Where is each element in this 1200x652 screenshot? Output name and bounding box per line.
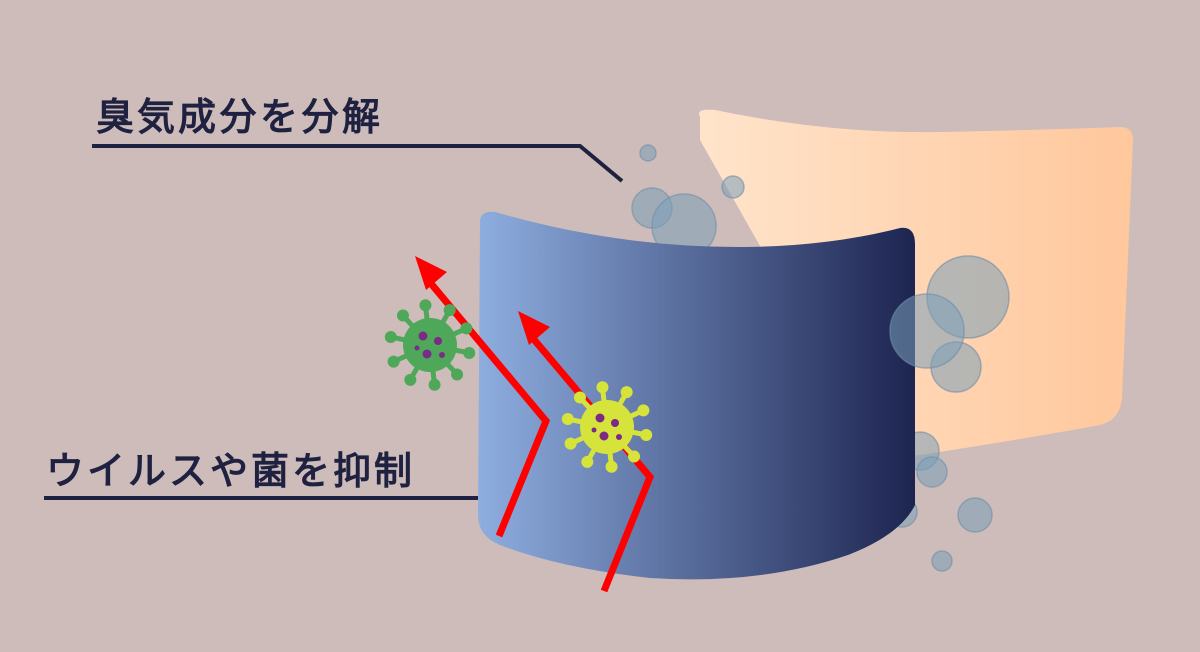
odor-particle-icon xyxy=(916,456,948,488)
odor-particle-icon xyxy=(889,293,965,369)
airflow-arrow-right xyxy=(518,311,655,593)
odor-particle-icon xyxy=(957,497,993,533)
deodorizing-filter-panel xyxy=(699,109,1133,459)
odor-particle-icon xyxy=(721,175,745,199)
virus-suppression-label: ウイルスや菌を抑制 xyxy=(46,449,416,493)
antiviral-filter-panel xyxy=(478,211,915,580)
odor-particle-icon xyxy=(931,550,953,572)
virus-icon xyxy=(384,299,476,391)
arrow-up-icon xyxy=(415,256,447,290)
odor-decomposition-label: 臭気成分を分解 xyxy=(96,95,384,139)
odor-particles xyxy=(631,144,1010,572)
odor-particle-icon xyxy=(639,144,657,162)
odor-leader-line xyxy=(92,144,624,183)
virus-icon xyxy=(561,381,653,473)
arrow-up-icon xyxy=(518,311,550,345)
odor-particles-front xyxy=(889,293,965,369)
